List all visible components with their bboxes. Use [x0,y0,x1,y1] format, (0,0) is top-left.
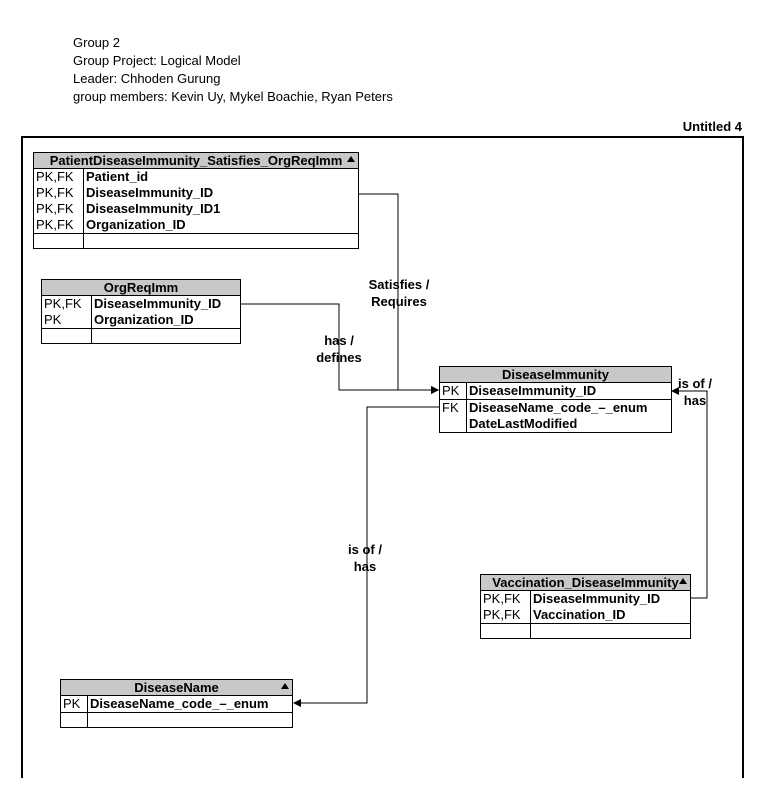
key-cell: PK [42,312,92,329]
empty-key-cell [34,233,84,248]
relationship-label-is-of-has-right: is of / has [678,376,712,408]
entity-title: PatientDiseaseImmunity_Satisfies_OrgReqI… [34,153,358,169]
entity-title: Vaccination_DiseaseImmunity [481,575,690,591]
attribute-cell: DiseaseImmunity_ID [94,296,222,311]
empty-attribute-cell [83,233,358,248]
relationship-label-has-defines: has / defines [316,333,362,365]
attribute-cell: DiseaseImmunity_ID1 [86,201,221,216]
entity-title: OrgReqImm [42,280,240,296]
empty-attribute-cell [91,328,240,343]
key-cell: PK,FK [34,201,84,217]
empty-attribute-cell [530,623,690,638]
collapse-triangle-icon[interactable] [679,578,687,584]
connector-has-defines[interactable] [240,303,439,394]
key-cell: PK,FK [481,607,531,624]
attribute-cell: DiseaseImmunity_ID [533,591,661,606]
attribute-cell: DiseaseImmunity_ID [469,383,597,398]
attribute-cell: Organization_ID [94,312,194,327]
key-cell: FK [440,399,467,416]
key-cell: PK [61,696,88,713]
key-cell: PK [440,383,467,400]
header: Group 2 Group Project: Logical Model Lea… [73,34,393,106]
empty-key-cell [42,328,92,343]
attribute-cell: DiseaseName_code_–_enum [466,399,671,416]
empty-key-cell [61,712,88,727]
empty-attribute-cell [87,712,292,727]
attribute-cell: DiseaseName_code_–_enum [90,696,269,711]
entity-title: DiseaseName [61,680,292,696]
leader-label: Leader: Chhoden Gurung [73,71,221,86]
empty-key-cell [481,623,531,638]
collapse-triangle-icon[interactable] [281,683,289,689]
entity-title: DiseaseImmunity [440,367,671,383]
project-label: Group Project: Logical Model [73,53,241,68]
diagram-page-frame [21,136,744,778]
relationship-label-satisfies: Satisfies / Requires [368,277,430,309]
attribute-cell: Vaccination_ID [533,607,626,622]
entity-patient-disease-immunity[interactable]: PatientDiseaseImmunity_Satisfies_OrgReqI… [33,152,359,249]
attribute-cell: DiseaseImmunity_ID [86,185,214,200]
group-label: Group 2 [73,35,120,50]
collapse-triangle-icon[interactable] [347,156,355,162]
connector-is-of-has-left[interactable] [293,406,440,707]
attribute-cell: Patient_id [86,169,149,184]
key-cell: PK,FK [34,169,84,185]
connector-is-of-has-right[interactable] [671,387,708,599]
page-title: Untitled 4 [682,119,742,134]
key-cell [440,416,467,432]
relationship-label-is-of-has-left: is of / has [348,542,382,574]
key-cell: PK,FK [42,296,92,312]
members-label: group members: Kevin Uy, Mykel Boachie, … [73,89,393,104]
key-cell: PK,FK [34,185,84,201]
attribute-cell: Organization_ID [86,217,186,232]
attribute-cell: DateLastModified [469,416,578,431]
key-cell: PK,FK [481,591,531,607]
key-cell: PK,FK [34,217,84,234]
